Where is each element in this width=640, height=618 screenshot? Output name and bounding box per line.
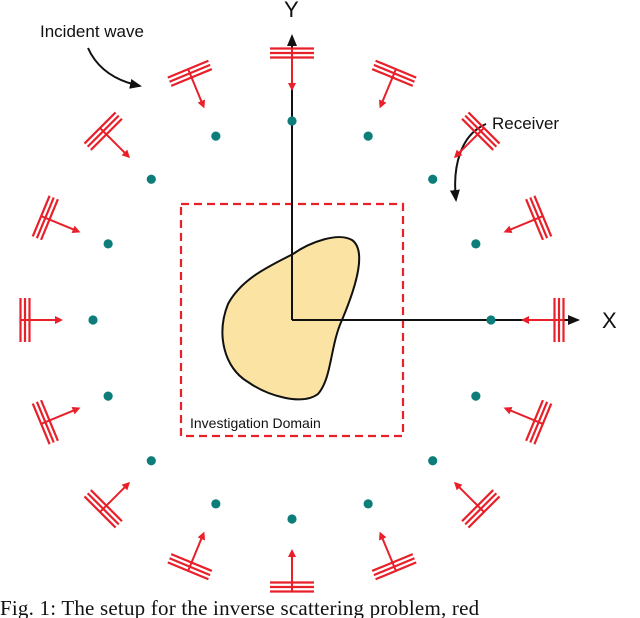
receiver-dot <box>471 239 481 249</box>
receiver-dot <box>428 174 438 184</box>
incident-wave-callout-arrow <box>87 47 142 89</box>
receiver-dot <box>287 116 297 126</box>
source-antenna <box>83 481 131 529</box>
receiver-dot <box>103 239 113 249</box>
source-antenna <box>371 59 417 109</box>
source-antenna <box>453 111 501 159</box>
source-antenna <box>503 399 553 445</box>
y-axis-label: Y <box>284 0 299 22</box>
source-antenna <box>19 298 63 342</box>
source-antenna <box>521 298 565 342</box>
source-antenna <box>167 59 213 109</box>
source-antenna <box>270 47 314 91</box>
incident-direction-arrow <box>503 407 544 426</box>
incident-direction-arrow <box>379 531 398 572</box>
incident-direction-arrow <box>379 68 398 109</box>
scatterer <box>221 236 361 401</box>
receiver-dot <box>88 315 98 325</box>
receiver-dot <box>471 391 481 401</box>
source-antenna <box>503 195 553 241</box>
receiver-dot <box>103 391 113 401</box>
investigation-domain-label: Investigation Domain <box>190 415 321 431</box>
incident-direction-arrow <box>453 481 486 514</box>
receiver-label: Receiver <box>492 114 559 133</box>
receiver-dot <box>211 499 221 509</box>
receiver-dot <box>287 514 297 524</box>
receiver-dot <box>146 456 156 466</box>
incident-direction-arrow <box>503 214 544 233</box>
source-antenna <box>371 531 417 581</box>
source-antenna <box>31 399 81 445</box>
incident-direction-arrow <box>186 68 205 109</box>
source-antenna <box>270 549 314 593</box>
receiver-dot <box>486 315 496 325</box>
incident-direction-arrow <box>98 481 131 514</box>
receiver-dot <box>146 174 156 184</box>
figure-caption: Fig. 1: The setup for the inverse scatte… <box>0 596 480 618</box>
source-antenna <box>167 531 213 581</box>
receiver-dot <box>211 131 221 141</box>
source-array <box>19 47 565 593</box>
receiver-dot <box>428 456 438 466</box>
receiver-callout-arrow <box>449 123 487 202</box>
receiver-dot <box>363 131 373 141</box>
incident-direction-arrow <box>40 407 81 426</box>
incident-wave-label: Incident wave <box>40 22 144 41</box>
incident-direction-arrow <box>40 214 81 233</box>
source-antenna <box>83 111 131 159</box>
source-antenna <box>31 195 81 241</box>
x-axis-label: X <box>602 308 617 333</box>
incident-direction-arrow <box>98 126 131 159</box>
receiver-dot <box>363 499 373 509</box>
source-antenna <box>453 481 501 529</box>
receiver-array <box>88 116 496 524</box>
incident-direction-arrow <box>453 126 486 159</box>
incident-direction-arrow <box>186 531 205 572</box>
